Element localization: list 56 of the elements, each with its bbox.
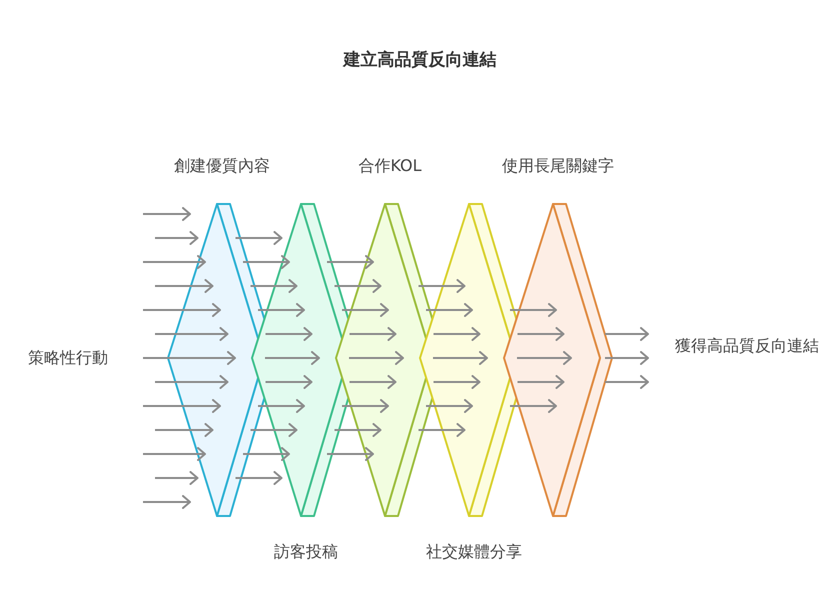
step-label: 使用長尾關鍵字	[501, 155, 615, 177]
arrow	[143, 303, 221, 317]
arrow	[143, 255, 206, 269]
arrow	[433, 351, 488, 365]
arrow	[327, 255, 374, 269]
arrow	[342, 399, 389, 413]
arrow	[143, 351, 236, 365]
arrow	[518, 327, 564, 341]
arrow	[250, 279, 298, 293]
arrow	[510, 399, 557, 413]
arrow	[143, 399, 221, 413]
title: 建立高品質反向連結	[342, 49, 498, 71]
arrow	[349, 351, 404, 365]
arrow	[243, 255, 290, 269]
arrow	[510, 303, 557, 317]
arrow	[434, 327, 480, 341]
arrow	[236, 231, 282, 245]
arrow	[327, 447, 374, 461]
arrow	[266, 375, 312, 389]
arrow	[155, 279, 214, 293]
outcome-text: 獲得高品質反向連結	[675, 334, 825, 358]
arrow	[605, 327, 649, 341]
arrow	[143, 447, 206, 461]
arrow	[426, 303, 473, 317]
arrow	[155, 471, 198, 485]
step-label: 訪客投稿	[273, 541, 339, 563]
arrow	[258, 303, 305, 317]
arrow	[434, 375, 480, 389]
arrow	[426, 399, 473, 413]
arrow	[605, 375, 649, 389]
arrow	[334, 423, 382, 437]
arrow	[350, 327, 396, 341]
arrow	[155, 375, 228, 389]
arrow	[250, 423, 298, 437]
arrow	[155, 231, 198, 245]
step-label: 社交媒體分享	[425, 541, 523, 563]
arrow	[418, 279, 466, 293]
step-label: 創建優質內容	[173, 155, 271, 177]
arrow	[265, 351, 320, 365]
arrow	[517, 351, 572, 365]
arrow	[143, 495, 191, 509]
start-text: 策略性行動	[28, 346, 138, 370]
arrow	[258, 399, 305, 413]
arrow	[236, 471, 282, 485]
arrow	[342, 303, 389, 317]
arrow	[266, 327, 312, 341]
arrow	[350, 375, 396, 389]
arrow	[334, 279, 382, 293]
arrow	[143, 207, 191, 221]
arrow	[605, 351, 649, 365]
arrow	[518, 375, 564, 389]
arrow	[155, 423, 214, 437]
arrow	[155, 327, 228, 341]
arrow	[243, 447, 290, 461]
arrow	[418, 423, 466, 437]
step-label: 合作KOL	[357, 155, 423, 177]
